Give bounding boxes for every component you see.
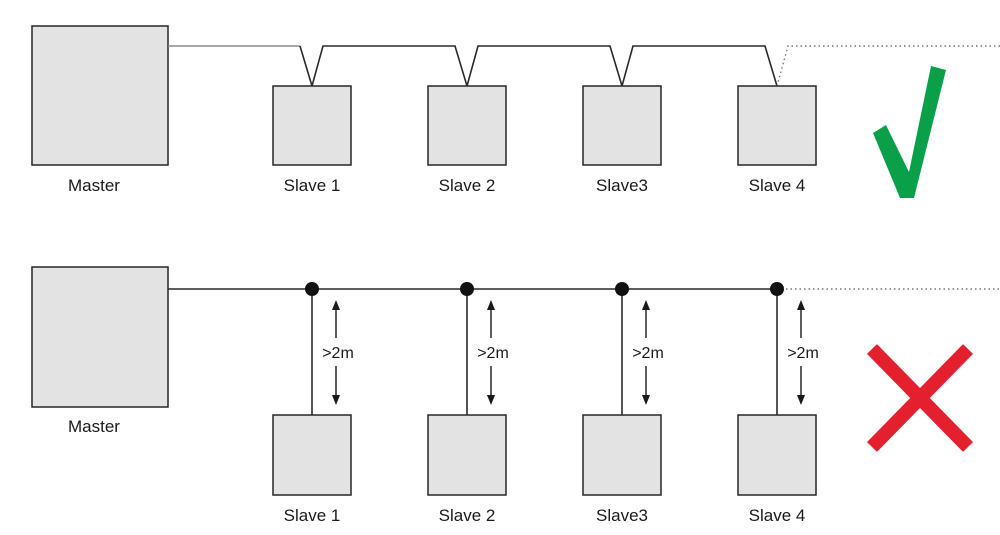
slave-box <box>427 414 507 496</box>
stub-length-label: >2m <box>477 345 509 362</box>
stub-length-label: >2m <box>632 345 664 362</box>
slave-node: Slave 1 <box>272 85 352 195</box>
correct-topology: Master Slave 1 Slave 2 Slave3 Slave 4 <box>31 25 1000 198</box>
master-label: Master <box>68 176 120 195</box>
master-box <box>31 25 169 166</box>
stub-node: >2m Slave 1 <box>272 282 354 525</box>
junction-dot <box>305 282 319 296</box>
slave-box <box>272 414 352 496</box>
stub-length-label: >2m <box>787 345 819 362</box>
length-arrow <box>487 300 495 405</box>
slave-label: Slave3 <box>596 506 648 525</box>
slave-box <box>427 85 507 166</box>
length-arrow <box>332 300 340 405</box>
slave-label: Slave3 <box>596 176 648 195</box>
stub-length-label: >2m <box>322 345 354 362</box>
slave-box <box>272 85 352 166</box>
master-box <box>31 266 169 408</box>
junction-dot <box>770 282 784 296</box>
slave-label: Slave 2 <box>439 176 496 195</box>
slave-label: Slave 2 <box>439 506 496 525</box>
incorrect-topology: Master >2m Slave 1 <box>31 266 1000 525</box>
slave-label: Slave 1 <box>284 506 341 525</box>
slave-box <box>737 414 817 496</box>
slave-node: Slave 2 <box>427 85 507 195</box>
stub-node: >2m Slave 4 <box>737 282 819 525</box>
check-mark-icon <box>873 66 946 198</box>
slave-node: Slave3 <box>582 85 662 195</box>
stub-node: >2m Slave 2 <box>427 282 509 525</box>
stub-node: >2m Slave3 <box>582 282 664 525</box>
junction-dot <box>460 282 474 296</box>
slave-node: Slave 4 <box>737 85 817 195</box>
length-arrow <box>797 300 805 405</box>
slave-box <box>737 85 817 166</box>
slave-box <box>582 85 662 166</box>
length-arrow <box>642 300 650 405</box>
slave-label: Slave 1 <box>284 176 341 195</box>
master-label: Master <box>68 417 120 436</box>
junction-dot <box>615 282 629 296</box>
slave-label: Slave 4 <box>749 176 806 195</box>
bus-continuation-dotted <box>776 45 1000 87</box>
slave-box <box>582 414 662 496</box>
slave-label: Slave 4 <box>749 506 806 525</box>
cross-mark-icon <box>866 344 974 452</box>
daisy-chain-bus-cable <box>299 45 778 89</box>
